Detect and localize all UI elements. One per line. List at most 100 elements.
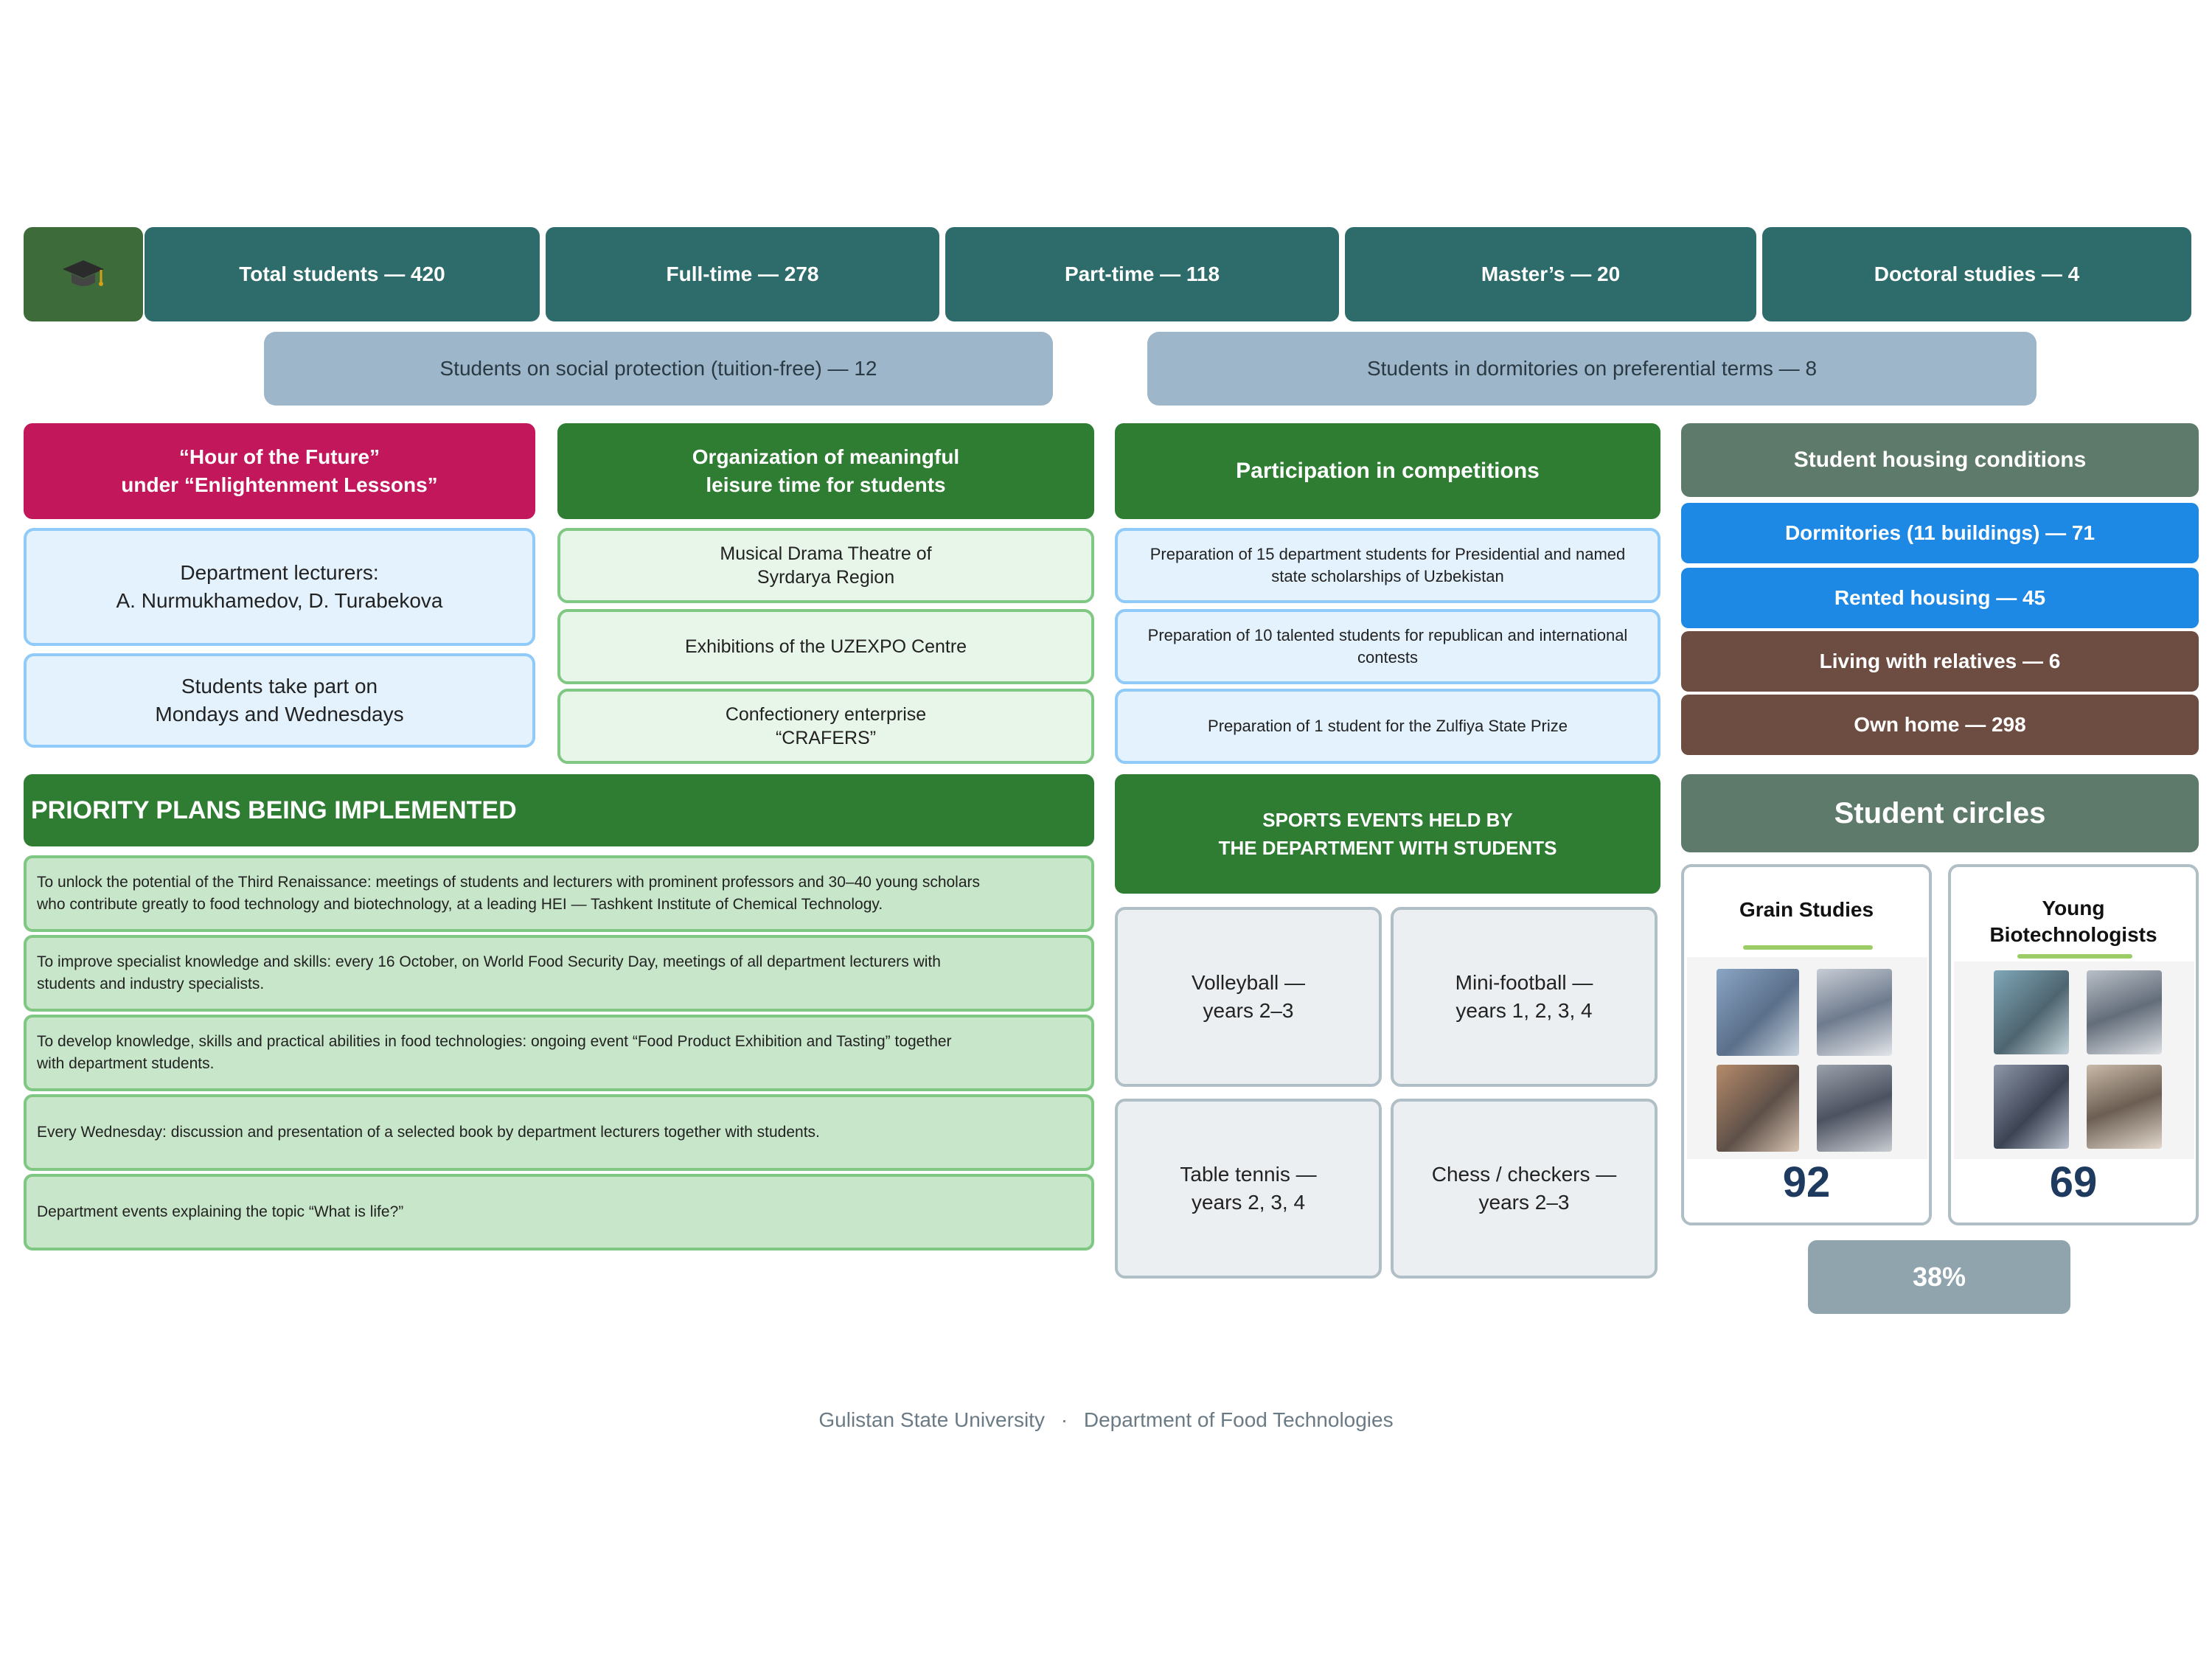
circle-name-line-2: Biotechnologists [1989,923,2157,946]
hour-of-future-header: “Hour of the Future” under “Enlightenmen… [24,423,535,519]
leisure-item-line-2: Syrdarya Region [757,567,895,588]
housing-relatives: Living with relatives — 6 [1681,631,2199,692]
circle-photo [2087,970,2162,1054]
priority-item-line-2: with department students. [37,1055,215,1072]
priority-item-line-1: To unlock the potential of the Third Ren… [37,874,981,891]
competition-item: Preparation of 10 talented students for … [1115,609,1660,684]
priority-item-line-1: Every Wednesday: discussion and presenta… [37,1124,820,1141]
stat-masters: Master’s — 20 [1345,227,1756,321]
circle-photo [1817,1065,1892,1152]
circle-photo [1994,970,2069,1054]
circle-photo-collage [1687,957,1927,1159]
sport-line-2: years 2–3 [1203,999,1294,1022]
housing-header: Student housing conditions [1681,423,2199,497]
sport-line-1: Chess / checkers — [1431,1163,1617,1186]
circle-photo [1994,1065,2069,1149]
schedule-line-2: Mondays and Wednesdays [155,703,404,726]
circle-name: Grain Studies [1684,897,1929,923]
priority-item-line-2: who contribute greatly to food technolog… [37,896,883,913]
schedule-card: Students take part on Mondays and Wednes… [24,653,535,748]
hour-of-future-title-1: “Hour of the Future” [178,445,380,468]
leisure-item: Musical Drama Theatre of Syrdarya Region [557,528,1094,603]
sport-volleyball: Volleyball — years 2–3 [1115,907,1382,1087]
sport-line-2: years 1, 2, 3, 4 [1455,999,1593,1022]
sport-mini-football: Mini-football — years 1, 2, 3, 4 [1391,907,1658,1087]
leisure-item: Confectionery enterprise “CRAFERS” [557,689,1094,764]
sport-line-1: Mini-football — [1455,971,1593,994]
sports-header: SPORTS EVENTS HELD BY THE DEPARTMENT WIT… [1115,774,1660,894]
circle-name-line-1: Young [2042,897,2105,919]
dormitory-preferential-badge: Students in dormitories on preferential … [1147,332,2037,406]
competition-item: Preparation of 1 student for the Zulfiya… [1115,689,1660,764]
circle-count: 92 [1782,1158,1831,1206]
social-protection-badge: Students on social protection (tuition-f… [264,332,1053,406]
leisure-title-1: Organization of meaningful [692,445,960,468]
hour-of-future-title-2: under “Enlightenment Lessons” [121,473,438,496]
circle-count: 69 [2049,1158,2098,1206]
lecturers-line-2: A. Nurmukhamedov, D. Turabekova [116,589,443,612]
graduation-cap-icon [63,260,104,286]
circle-photo [1717,969,1799,1056]
logo-tile [24,227,143,321]
stat-full-time: Full-time — 278 [546,227,939,321]
priority-title: PRIORITY PLANS BEING IMPLEMENTED [31,796,517,824]
lecturers-line-1: Department lecturers: [180,561,379,584]
circle-name: Young Biotechnologists [1951,895,2196,948]
competition-item-line-1: Preparation of 1 student for the Zulfiya… [1208,717,1568,735]
circle-photo [2087,1065,2162,1149]
leisure-header: Organization of meaningful leisure time … [557,423,1094,519]
sport-line-1: Volleyball — [1191,971,1306,994]
stat-part-time: Part-time — 118 [945,227,1339,321]
priority-item: Department events explaining the topic “… [24,1174,1094,1251]
sports-title-2: THE DEPARTMENT WITH STUDENTS [1218,837,1557,859]
footer-university: Gulistan State University [818,1408,1045,1431]
stat-doctoral: Doctoral studies — 4 [1762,227,2191,321]
circle-accent-bar [1743,945,1873,950]
footer-department: Department of Food Technologies [1083,1408,1394,1431]
sport-line-1: Table tennis — [1180,1163,1317,1186]
circle-card-grain: Grain Studies 92 [1681,864,1932,1225]
priority-item-line-1: Department events explaining the topic “… [37,1203,404,1220]
competition-item-line-2: state scholarships of Uzbekistan [1271,567,1504,585]
schedule-line-1: Students take part on [181,675,378,698]
sport-table-tennis: Table tennis — years 2, 3, 4 [1115,1099,1382,1279]
priority-item: To improve specialist knowledge and skil… [24,935,1094,1012]
competitions-header: Participation in competitions [1115,423,1660,519]
leisure-title-2: leisure time for students [706,473,946,496]
circles-header: Student circles [1681,774,2199,852]
housing-rented: Rented housing — 45 [1681,568,2199,628]
priority-item: To unlock the potential of the Third Ren… [24,855,1094,932]
sports-title-1: SPORTS EVENTS HELD BY [1262,809,1513,831]
competition-item-line-1: Preparation of 10 talented students for … [1147,626,1628,644]
priority-item-line-1: To develop knowledge, skills and practic… [37,1033,952,1050]
priority-header: PRIORITY PLANS BEING IMPLEMENTED [24,774,1094,846]
housing-dormitories: Dormitories (11 buildings) — 71 [1681,503,2199,563]
leisure-item: Exhibitions of the UZEXPO Centre [557,609,1094,684]
circle-photo [1717,1065,1799,1152]
priority-item: Every Wednesday: discussion and presenta… [24,1094,1094,1171]
lecturers-card: Department lecturers: A. Nurmukhamedov, … [24,528,535,646]
leisure-item-line-1: Confectionery enterprise [725,704,927,725]
leisure-item-line-1: Musical Drama Theatre of [720,543,932,564]
competition-item-line-1: Preparation of 15 department students fo… [1150,545,1626,563]
competition-item-line-2: contests [1357,648,1418,667]
circle-photo-collage [1954,961,2194,1159]
circle-name-line-1: Grain Studies [1739,898,1874,921]
footer-separator: · [1060,1408,1068,1431]
leisure-item-line-1: Exhibitions of the UZEXPO Centre [684,636,967,657]
priority-item-line-1: To improve specialist knowledge and skil… [37,953,941,970]
circles-percent-badge: 38% [1808,1240,2070,1314]
priority-item-line-2: students and industry specialists. [37,975,265,992]
footer: Gulistan State University · Department o… [0,1408,2212,1432]
circle-photo [1817,969,1892,1056]
sport-line-2: years 2, 3, 4 [1191,1191,1306,1214]
priority-item: To develop knowledge, skills and practic… [24,1015,1094,1091]
housing-own-home: Own home — 298 [1681,695,2199,755]
sport-line-2: years 2–3 [1478,1191,1570,1214]
stat-total-students: Total students — 420 [145,227,540,321]
competition-item: Preparation of 15 department students fo… [1115,528,1660,603]
circle-card-biotech: Young Biotechnologists 69 [1948,864,2199,1225]
sport-chess: Chess / checkers — years 2–3 [1391,1099,1658,1279]
leisure-item-line-2: “CRAFERS” [775,728,877,748]
circle-accent-bar [2017,954,2132,959]
